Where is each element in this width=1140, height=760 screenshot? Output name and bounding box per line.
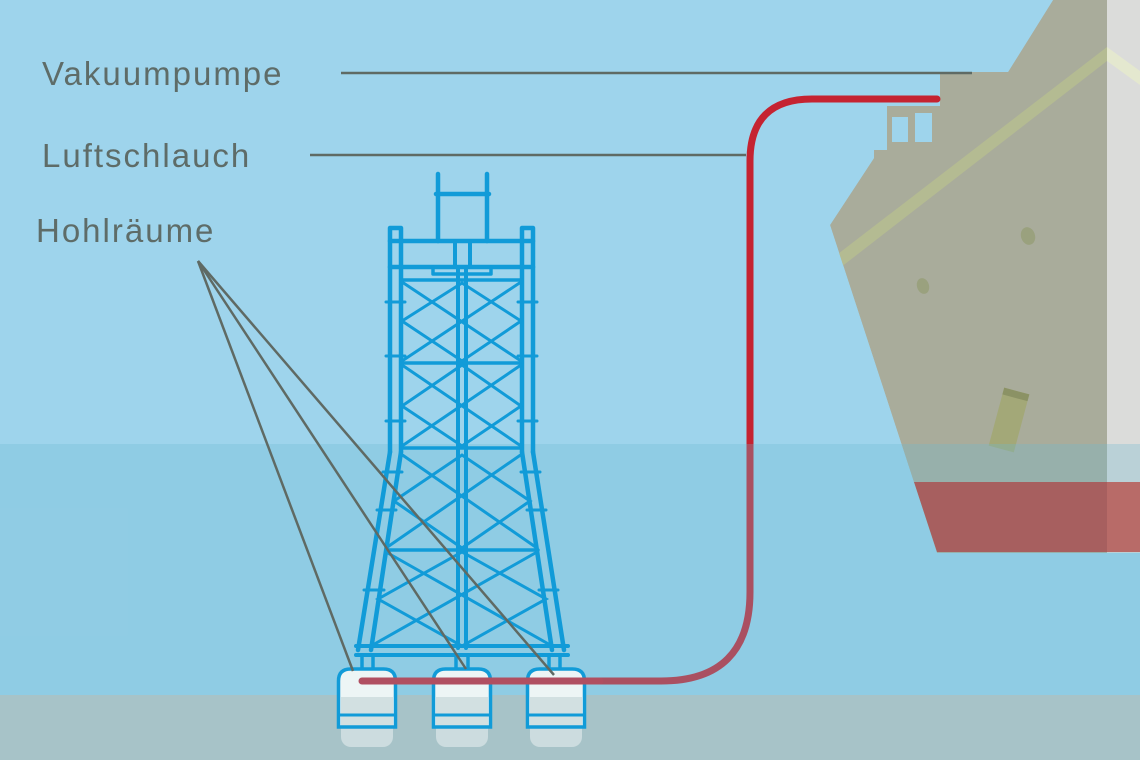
tower-leg-rungs [362, 300, 560, 592]
tower-legs-upper [387, 225, 536, 455]
ship-bottom-paint-facet [1107, 482, 1140, 552]
leader-hohlraeume-2 [196, 260, 468, 670]
bucket-submerged-tint [436, 697, 488, 727]
tower-antenna [433, 171, 492, 244]
ship-bow-facet [1107, 0, 1140, 553]
label-luftschlauch: Luftschlauch [42, 137, 252, 174]
label-hohlraeume: Hohlräume [36, 212, 216, 249]
wheelhouse-window-left [892, 117, 908, 142]
tower-deck-box [387, 238, 536, 276]
tower-bottom-frame [354, 644, 570, 672]
leader-hohlraeume-1 [196, 260, 355, 672]
bucket-submerged-tint [341, 697, 393, 727]
bucket-submerged-tint [530, 697, 582, 727]
jacket-tower [354, 171, 570, 672]
tower-braces-lower [369, 452, 554, 648]
air-hose [359, 95, 941, 685]
leader-hohlraeume-3 [197, 260, 555, 676]
tower-chords [384, 278, 540, 552]
label-vakuumpumpe: Vakuumpumpe [42, 55, 284, 92]
leader-lines [196, 71, 972, 676]
ship-bottom-paint [914, 482, 1107, 552]
deck-hatch [988, 387, 1030, 453]
ship-illustration [830, 0, 1140, 553]
tower-braces-upper [399, 280, 524, 448]
ship-stripe [834, 47, 1107, 271]
wheelhouse-window-right [915, 113, 932, 142]
porthole [1020, 227, 1036, 245]
porthole [916, 278, 930, 294]
ship-stripe-facet [1107, 47, 1140, 85]
